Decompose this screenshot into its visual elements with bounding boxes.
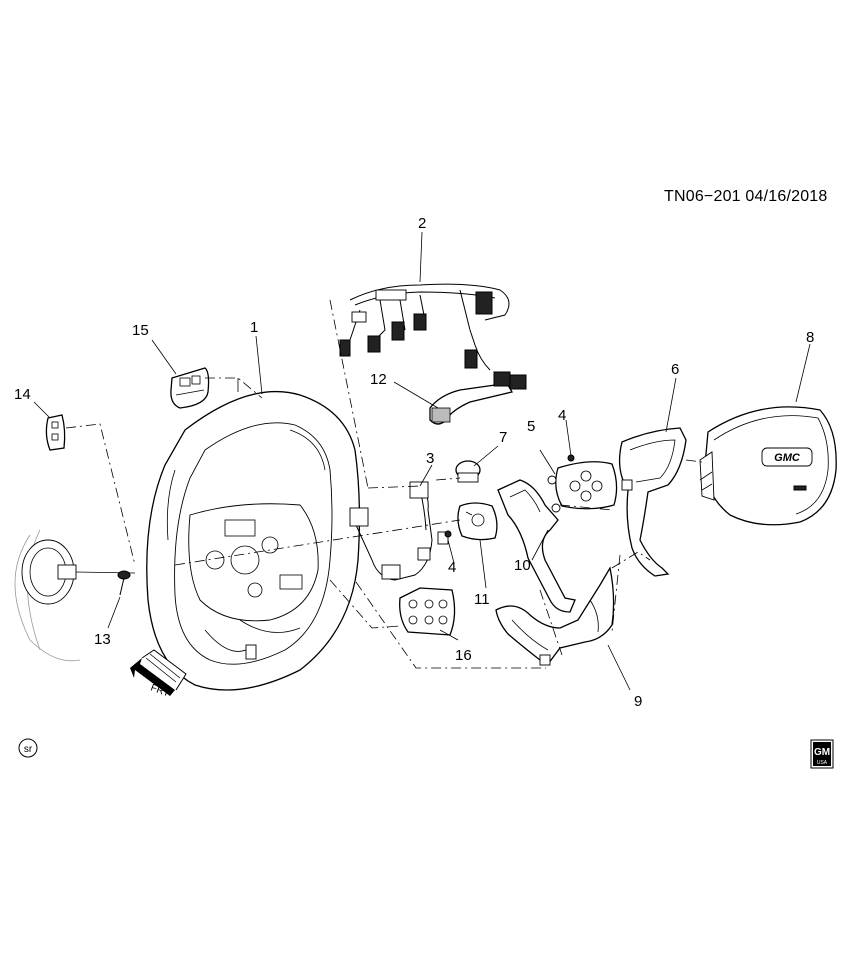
part-3-bracket xyxy=(349,481,449,581)
callout-14: 14 xyxy=(14,386,31,403)
part-12-harness-lead xyxy=(429,371,514,425)
part-4-screw-left xyxy=(444,530,452,538)
part-9-lower-bezel xyxy=(495,566,615,666)
steering-wheel xyxy=(146,390,361,691)
sr-label: sr xyxy=(24,744,33,755)
airbag-logo: GMC xyxy=(774,452,801,464)
part-13-bolt xyxy=(117,570,131,596)
part-2-wiring-harness xyxy=(339,283,527,390)
callout-3: 3 xyxy=(426,450,434,467)
callout-16: 16 xyxy=(455,647,472,664)
part-10-spoke-cover xyxy=(497,479,576,613)
part-16-switch-plate xyxy=(399,587,456,636)
callout-11: 11 xyxy=(474,591,490,608)
part-14-bezel xyxy=(45,414,66,451)
part-15-trim-cover xyxy=(170,367,210,409)
gm-logo-bottom: USA xyxy=(817,760,828,766)
callout-9: 9 xyxy=(634,693,642,710)
callout-5: 5 xyxy=(527,418,535,435)
part-8-airbag-module: GMC xyxy=(699,406,837,526)
document-id: TN06−201 04/16/2018 xyxy=(664,188,828,205)
callout-10: 10 xyxy=(514,557,531,574)
gm-logo-top: GM xyxy=(814,747,830,758)
callout-13: 13 xyxy=(94,631,111,648)
callout-7: 7 xyxy=(499,429,507,446)
sr-badge: sr xyxy=(18,738,38,758)
callout-4-left: 4 xyxy=(448,559,456,576)
callout-2: 2 xyxy=(418,215,426,232)
steering-column xyxy=(14,529,136,662)
part-11-switch xyxy=(457,502,498,541)
callout-15: 15 xyxy=(132,322,149,339)
callout-8: 8 xyxy=(806,329,814,346)
part-5-switch xyxy=(547,461,618,513)
alignment-lines xyxy=(65,299,703,669)
gm-logo: GM USA xyxy=(810,739,834,769)
leader-lines xyxy=(33,231,811,691)
callouts: 1 2 3 4 4 5 6 7 8 9 10 11 12 13 14 15 16 xyxy=(14,215,814,710)
callout-4-right: 4 xyxy=(558,407,566,424)
part-6-spoke-trim xyxy=(618,427,687,577)
callout-6: 6 xyxy=(671,361,679,378)
callout-1: 1 xyxy=(250,319,258,336)
callout-12: 12 xyxy=(370,371,387,388)
